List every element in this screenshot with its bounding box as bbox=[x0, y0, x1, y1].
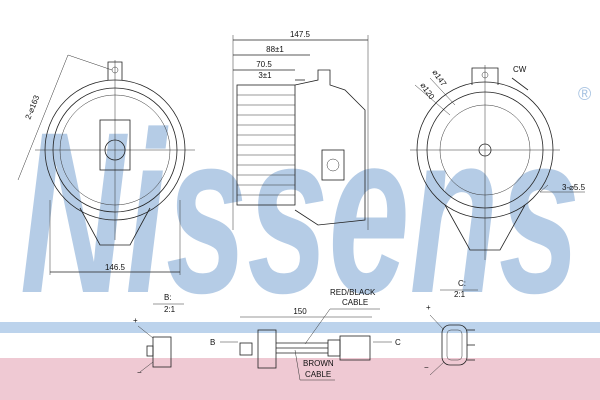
c-marker: C bbox=[395, 338, 401, 347]
cable-harness: 150 RED/BLACK CABLE B C BROWN CABLE bbox=[210, 288, 401, 381]
d70-dimension: 70.5 bbox=[256, 60, 272, 69]
brown-label-1: BROWN bbox=[303, 359, 334, 368]
b-scale-value: 2:1 bbox=[164, 305, 176, 314]
holes-dimension: 3-⌀5.5 bbox=[562, 183, 586, 192]
b-scale-label: B: bbox=[164, 293, 172, 302]
c-plus: + bbox=[426, 303, 431, 312]
b-marker: B bbox=[210, 338, 215, 347]
blue-band bbox=[0, 322, 600, 333]
red-black-label-2: CABLE bbox=[342, 298, 368, 307]
detail-b: B: 2:1 + − bbox=[133, 293, 184, 377]
width-dimension: 146.5 bbox=[105, 263, 126, 272]
c-minus: − bbox=[424, 363, 429, 372]
overall-length-dimension: 147.5 bbox=[290, 30, 311, 39]
registered-mark: ® bbox=[578, 84, 591, 104]
c-scale-label: C: bbox=[458, 279, 466, 288]
b-minus: − bbox=[137, 368, 142, 377]
d88-dimension: 88±1 bbox=[266, 45, 284, 54]
watermark-logo: Nissens bbox=[20, 84, 580, 341]
d3-dimension: 3±1 bbox=[258, 71, 272, 80]
red-black-label-1: RED/BLACK bbox=[330, 288, 376, 297]
side-view: 147.5 88±1 70.5 3±1 bbox=[232, 30, 369, 230]
rotation-arrow-icon bbox=[511, 77, 529, 91]
rotation-label: CW bbox=[513, 65, 527, 74]
b-plus: + bbox=[133, 316, 138, 325]
detail-c: + − bbox=[424, 303, 475, 376]
front-view: 146.5 2-⌀163 bbox=[17, 54, 195, 275]
c-scale-value: 2:1 bbox=[454, 290, 466, 299]
brown-label-2: CABLE bbox=[305, 370, 331, 379]
cable-length-dimension: 150 bbox=[293, 307, 307, 316]
